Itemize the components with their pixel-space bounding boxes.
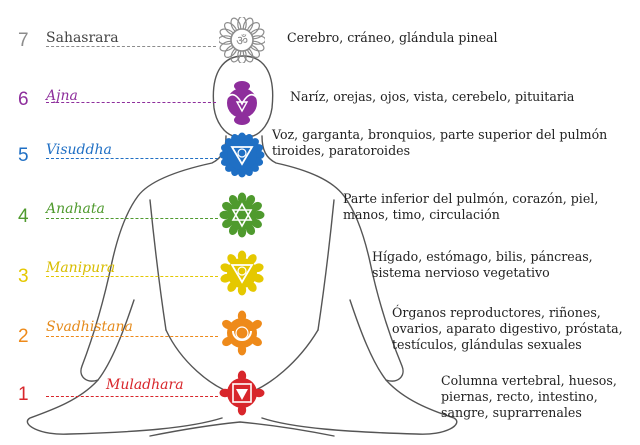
chakra-name: Muladhara (106, 377, 184, 393)
description-line: Naríz, orejas, ojos, vista, cerebelo, pi… (290, 89, 575, 104)
chakra-number: 6 (18, 89, 29, 110)
svg-text:ॐ: ॐ (236, 34, 248, 49)
description-line: Voz, garganta, bronquios, parte superior… (272, 127, 608, 142)
ajna-chakra-icon (219, 80, 265, 126)
muladhara-chakra-icon (219, 370, 265, 416)
description-line: Parte inferior del pulmón, corazón, piel… (343, 191, 599, 206)
chakra-number: 2 (18, 326, 29, 347)
chakra-number: 5 (18, 145, 29, 166)
manipura-chakra-icon (219, 250, 265, 296)
description-line: Hígado, estómago, bilis, páncreas, (372, 249, 593, 264)
leader-line (46, 102, 216, 103)
chakra-description: Órganos reproductores, riñones,ovarios, … (392, 305, 623, 353)
chakra-description: Voz, garganta, bronquios, parte superior… (272, 127, 607, 159)
chakra-name: Sahasrara (46, 30, 119, 46)
leader-line (46, 336, 218, 337)
chakra-name: Anahata (46, 201, 105, 217)
description-line: Columna vertebral, huesos, (441, 373, 617, 388)
chakra-name: Ajna (46, 88, 78, 104)
description-line: tiroides, paratoroides (272, 143, 411, 158)
leader-line (46, 396, 218, 397)
description-line: Cerebro, cráneo, glándula pineal (287, 30, 498, 45)
thousand-petal-lotus-icon: ॐ (217, 15, 267, 65)
chakra-name: Manipura (46, 260, 116, 276)
leader-line (46, 276, 218, 277)
chakra-number: 4 (18, 206, 29, 227)
leader-line (46, 46, 216, 47)
svadhistana-chakra-icon (219, 310, 265, 356)
visuddha-chakra-icon (219, 132, 265, 178)
chakra-description: Hígado, estómago, bilis, páncreas,sistem… (372, 249, 593, 281)
description-line: sangre, suprarrenales (441, 405, 582, 420)
chakra-number: 1 (18, 384, 29, 405)
chakra-name: Visuddha (46, 142, 112, 158)
anahata-chakra-icon (219, 192, 265, 238)
description-line: sistema nervioso vegetativo (372, 265, 550, 280)
chakra-description: Cerebro, cráneo, glándula pineal (287, 30, 498, 46)
description-line: manos, timo, circulación (343, 207, 500, 222)
chakra-description: Naríz, orejas, ojos, vista, cerebelo, pi… (290, 89, 574, 105)
description-line: ovarios, aparato digestivo, próstata, (392, 321, 623, 336)
chakra-name: Svadhistana (46, 319, 133, 335)
chakra-description: Columna vertebral, huesos,piernas, recto… (441, 373, 617, 421)
leader-line (46, 158, 218, 159)
chakra-number: 7 (18, 30, 29, 51)
description-line: piernas, recto, intestino, (441, 389, 598, 404)
chakra-number: 3 (18, 266, 29, 287)
leader-line (46, 218, 218, 219)
description-line: testículos, glándulas sexuales (392, 337, 582, 352)
chakra-description: Parte inferior del pulmón, corazón, piel… (343, 191, 598, 223)
description-line: Órganos reproductores, riñones, (392, 305, 601, 320)
